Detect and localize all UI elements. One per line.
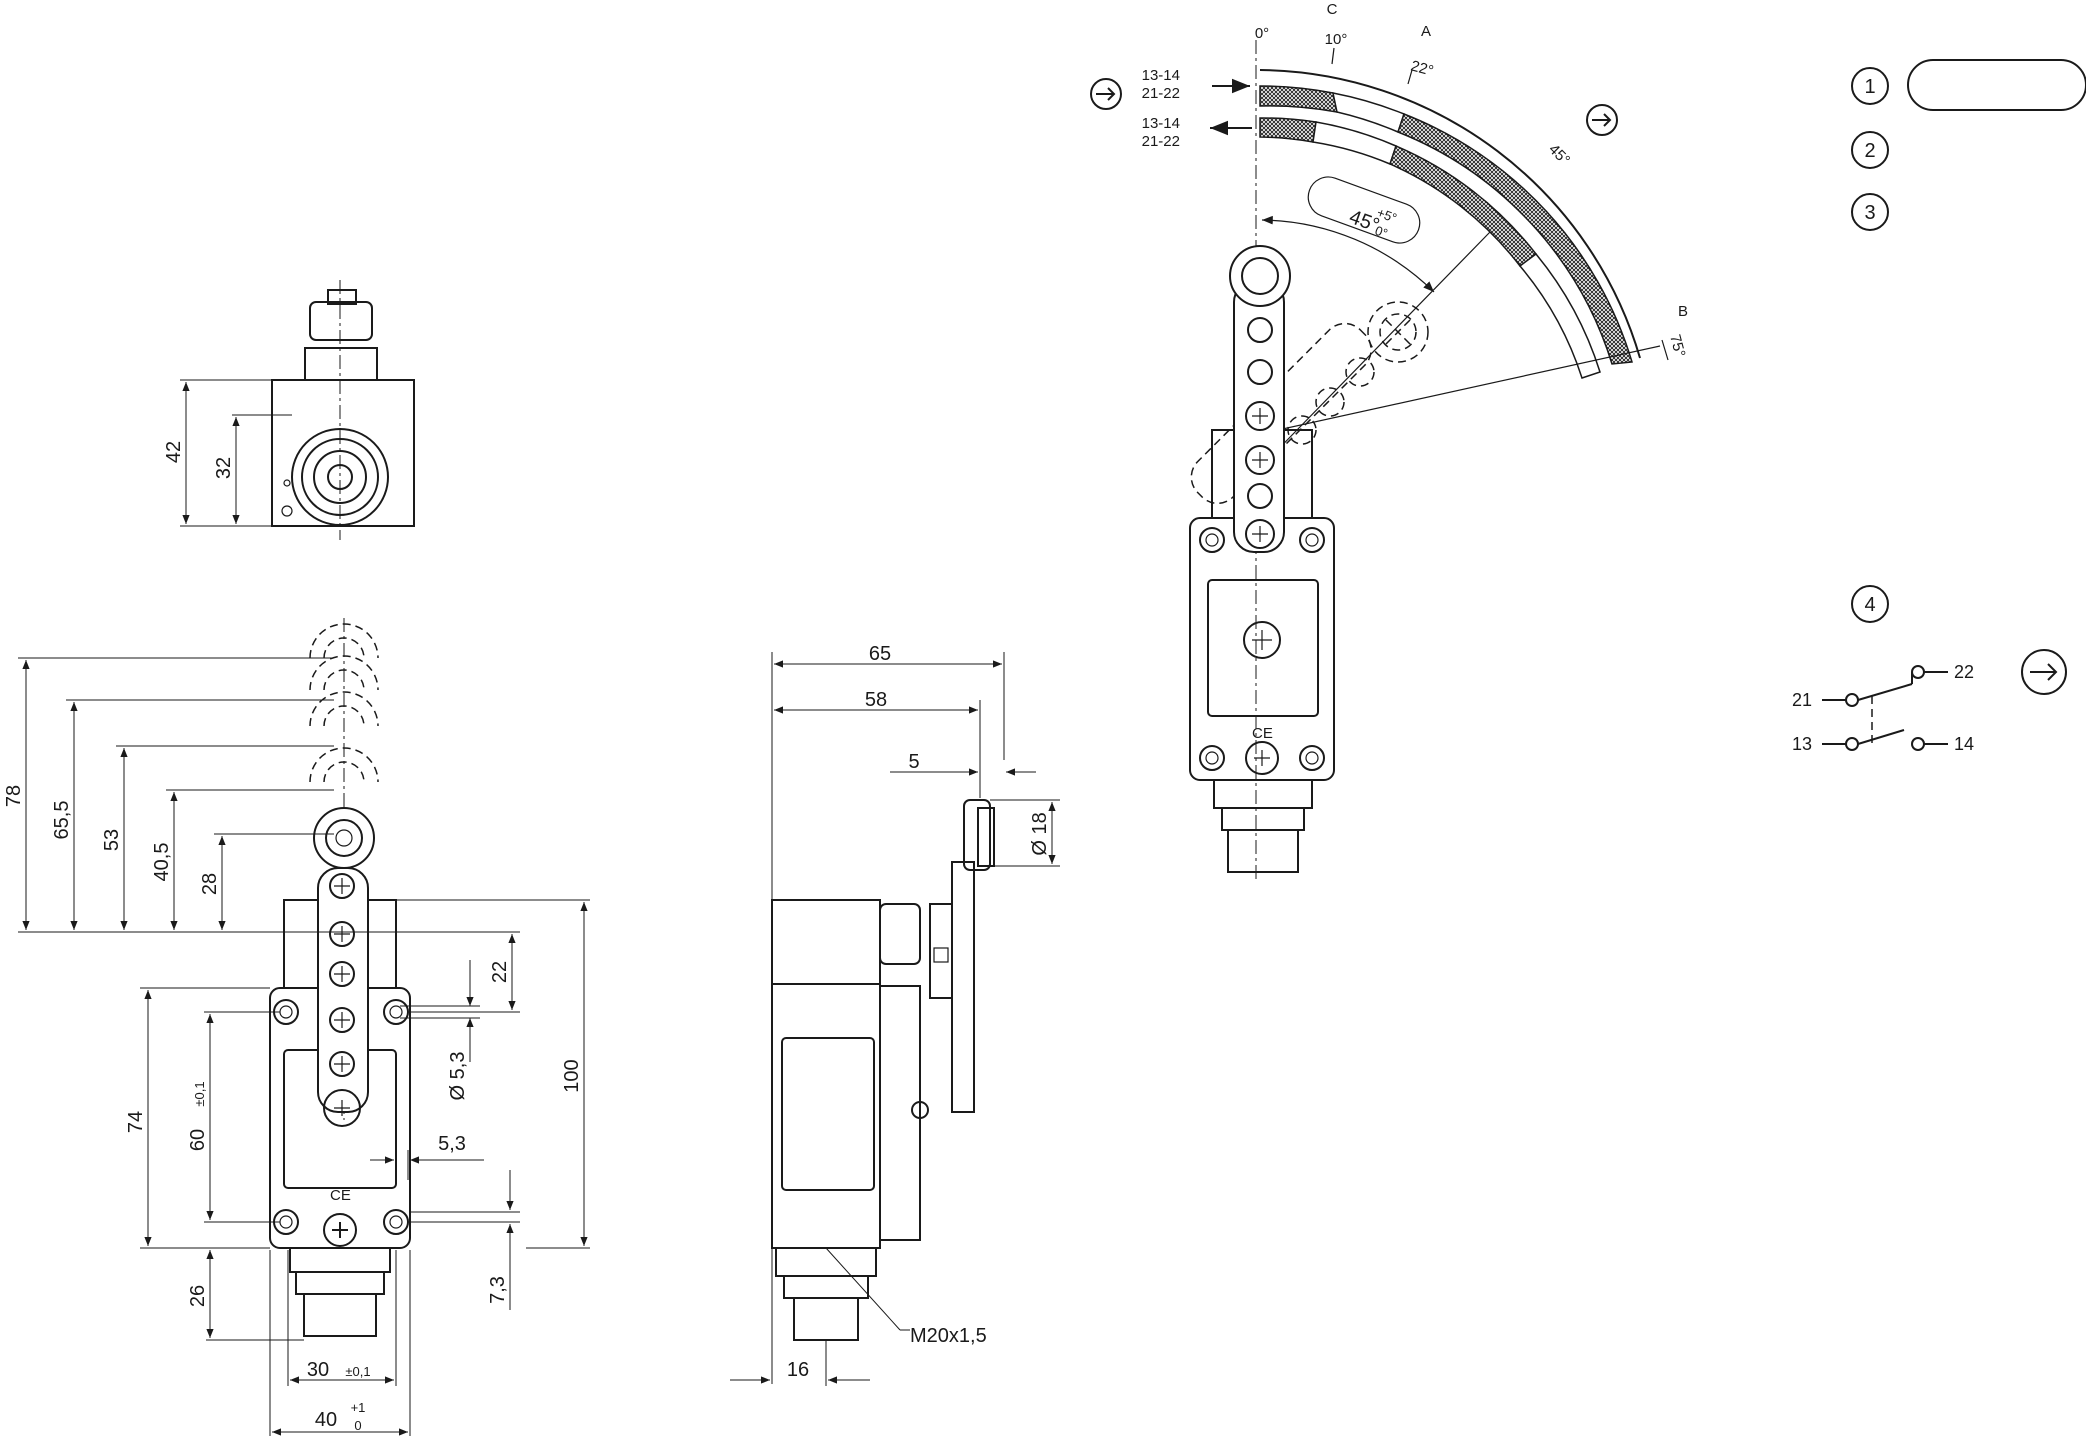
angle-tol-lower: 0°: [1373, 223, 1390, 241]
legend-swatch-1: [1907, 59, 2086, 111]
actuation-roller: [1229, 245, 1291, 307]
actuation-ce-mark: CE: [1252, 725, 1273, 742]
actuation-gland: [1227, 829, 1299, 873]
side-roller: [963, 799, 991, 871]
arrow-right-circle-icon: [1090, 78, 1122, 110]
dim-30-tol-label: ±0,1: [345, 1364, 370, 1379]
dim-32-label: 32: [213, 457, 235, 479]
top-view-roller: [309, 301, 373, 341]
actuation-tracks: [1259, 69, 1641, 379]
label-0deg: 0°: [1255, 25, 1269, 42]
legend-item-4: 4: [1864, 594, 1875, 616]
dim-22-label: 22: [489, 961, 511, 983]
dim-40-tol-upper: +1: [351, 1400, 366, 1415]
dim-53-label: 53: [101, 829, 123, 851]
actuation-view: 45° +5° 0° CE: [1090, 1, 1688, 880]
dim-26-label: 26: [187, 1285, 209, 1307]
label-10deg: 10°: [1325, 31, 1348, 48]
dim-5-label: 5: [908, 751, 919, 773]
contacts-top-line1: 13-14: [1142, 67, 1180, 84]
angle-tolerance-box: [1307, 176, 1421, 244]
dim-28-label: 28: [199, 873, 221, 895]
dim-hole-label: Ø 5,3: [447, 1052, 469, 1101]
actuation-cover: [1207, 579, 1319, 717]
side-lever-hub: [929, 903, 953, 999]
side-lever: [951, 861, 975, 1113]
dim-58-label: 58: [865, 689, 887, 711]
arrow-right-circle-icon-2: [1586, 104, 1618, 136]
dim-65-label: 65: [869, 643, 891, 665]
front-gland-nut: [289, 1247, 391, 1273]
top-view-body: [271, 379, 415, 527]
contacts-bottom-line1: 13-14: [1142, 115, 1180, 132]
side-body: [771, 983, 881, 1249]
dim-7-3-label: 7,3: [487, 1276, 509, 1304]
top-view-lever-hub: [304, 347, 378, 381]
dim-16-label: 16: [787, 1359, 809, 1381]
dim-60-label: 60: [187, 1129, 209, 1151]
dim-65-5-label: 65,5: [51, 801, 73, 840]
front-ground-screw: [323, 1213, 357, 1247]
side-gland-nut: [775, 1247, 877, 1277]
terminal-21: 21: [1792, 690, 1812, 710]
contacts-top-line2: 21-22: [1142, 85, 1180, 102]
label-C: C: [1327, 1, 1338, 18]
dim-42-label: 42: [163, 441, 185, 463]
ce-mark: CE: [330, 1187, 351, 1204]
front-lever-hub: [323, 1089, 361, 1127]
dim-30-label: 30: [307, 1359, 329, 1381]
terminal-14: 14: [1954, 734, 1974, 754]
dim-18-label: Ø 18: [1029, 812, 1051, 855]
front-roller: [313, 807, 375, 869]
top-view: 42 32: [163, 280, 415, 540]
top-view-screw: [281, 505, 293, 517]
thread-label: M20x1,5: [910, 1325, 987, 1347]
legend: 1 2 3 4: [1851, 59, 2086, 623]
label-45deg-track: 45°: [1545, 141, 1573, 169]
dim-40-label: 40: [315, 1409, 337, 1431]
top-view-screw-2: [283, 479, 291, 487]
legend-item-3: 3: [1864, 202, 1875, 224]
label-22deg: 22°: [1409, 57, 1435, 79]
dim-40-5-label: 40,5: [151, 843, 173, 882]
circuit-symbol: 21 22 13 14: [1792, 649, 2067, 754]
arrow-right-circle-icon-3: [2021, 649, 2067, 695]
label-A: A: [1421, 23, 1431, 40]
label-75deg: 75°: [1666, 333, 1688, 359]
side-view: 65 58 5 Ø 18 16 M20x1,5: [730, 643, 1060, 1386]
dim-78-label: 78: [3, 785, 25, 807]
dim-100-label: 100: [561, 1059, 583, 1092]
terminal-13: 13: [1792, 734, 1812, 754]
legend-item-2: 2: [1864, 140, 1875, 162]
side-shaft-housing: [879, 903, 921, 965]
actuation-lever: [1233, 281, 1285, 553]
side-head: [771, 899, 881, 985]
terminal-22: 22: [1954, 662, 1974, 682]
front-gland-thread: [303, 1293, 377, 1337]
dim-40-tol-lower: 0: [354, 1418, 361, 1433]
side-cover: [781, 1037, 875, 1191]
label-B: B: [1678, 303, 1688, 320]
front-view: CE 78 65,5 53 40,5 28: [3, 618, 590, 1436]
dim-5-3-label: 5,3: [438, 1133, 466, 1155]
contacts-bottom-line2: 21-22: [1142, 133, 1180, 150]
side-cover-ridge: [879, 985, 921, 1241]
top-view-roller-axle: [327, 289, 357, 305]
side-gland-thread: [793, 1297, 859, 1341]
dim-74-label: 74: [125, 1111, 147, 1133]
angle-tol-upper: +5°: [1375, 205, 1399, 226]
legend-item-1: 1: [1864, 76, 1875, 98]
side-roller-axle: [977, 807, 995, 867]
dim-60-tol-label: ±0,1: [192, 1081, 207, 1106]
